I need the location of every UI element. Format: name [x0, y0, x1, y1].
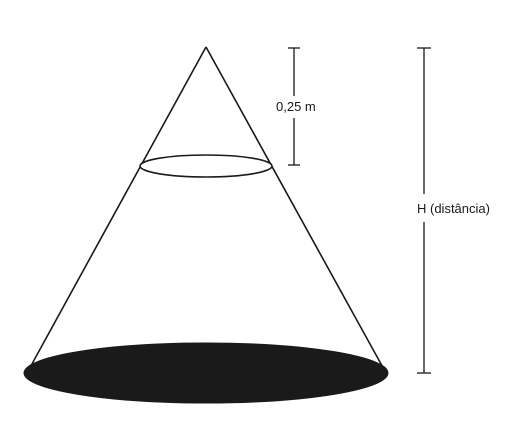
large-distance-marker [417, 47, 431, 374]
small-section-ellipse [139, 154, 273, 178]
cone-right-edge [205, 46, 387, 374]
cone-left-edge [26, 46, 207, 374]
base-shadow-ellipse [23, 342, 389, 404]
small-distance-label: 0,25 m [276, 99, 316, 114]
small-distance-marker [288, 47, 300, 166]
large-distance-label: H (distância) [417, 201, 490, 216]
